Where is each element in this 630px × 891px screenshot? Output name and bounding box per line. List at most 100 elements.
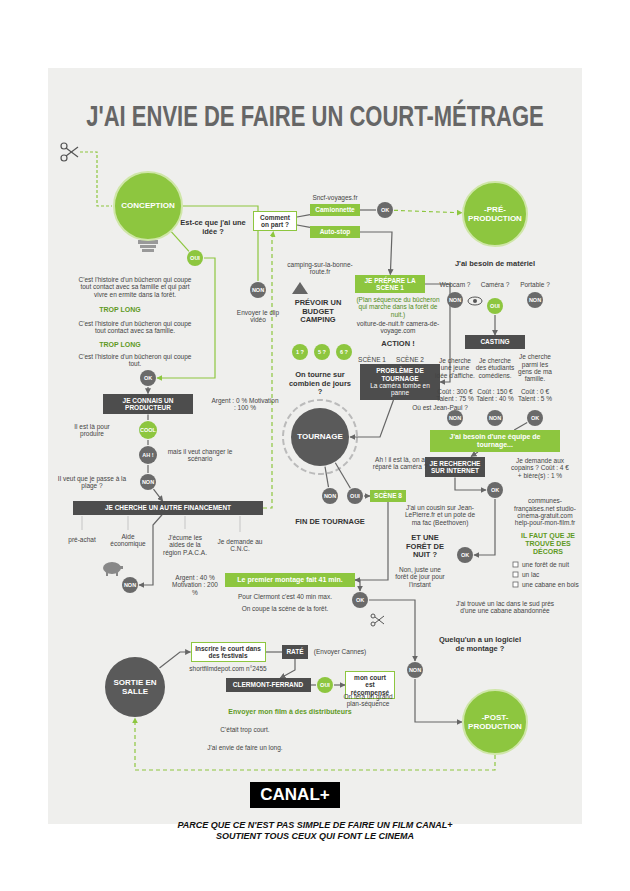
node-text: NON bbox=[529, 297, 541, 303]
note-text: Je cherche des étudiants comédiens. bbox=[475, 357, 515, 379]
step-box: PROBLÈME DE TOURNAGELa caméra tombe en p… bbox=[360, 364, 440, 400]
answer-dot: NON bbox=[121, 576, 139, 594]
node-text: NON bbox=[449, 297, 461, 303]
note-text: J'ai trouvé un lac dans le sud près d'un… bbox=[455, 600, 555, 615]
note-text: J'ai besoin de matériel bbox=[440, 260, 550, 269]
node-text: -POST- PRODUCTION bbox=[466, 713, 524, 731]
answer-dot: NON bbox=[321, 487, 339, 505]
note-text: FIN DE TOURNAGE bbox=[295, 518, 365, 527]
connector bbox=[334, 684, 345, 685]
note-text: voiture-de-nuit.fr camera-de-voyage.com bbox=[353, 320, 443, 335]
cut-line bbox=[80, 152, 112, 206]
connector bbox=[455, 477, 486, 490]
node-text: SORTIE EN SALLE bbox=[108, 678, 162, 696]
answer-dot: 5 ? bbox=[313, 343, 331, 361]
answer-dot: NON bbox=[486, 409, 504, 427]
answer-dot: OK bbox=[486, 481, 504, 499]
node-text: OK bbox=[144, 375, 152, 381]
step-box: Camionnette bbox=[310, 204, 360, 215]
connector bbox=[135, 718, 495, 770]
note-text: TROP LONG bbox=[90, 306, 150, 314]
connector bbox=[171, 232, 188, 251]
note-text: (Plan séquence du bûcheron qui marche da… bbox=[353, 296, 443, 318]
note-text: shortfilmdepot.com n°2455 bbox=[188, 665, 268, 672]
note-text: Aide économique bbox=[109, 533, 147, 548]
note-text: une forêt de nuit bbox=[522, 561, 582, 568]
note-text: communes-françaises.net studio-cinema-gr… bbox=[513, 497, 577, 527]
node-text: JE CHERCHE UN AUTRE FINANCEMENT bbox=[77, 504, 259, 511]
bulb-base bbox=[138, 240, 158, 252]
node-text: OUI bbox=[350, 493, 360, 499]
step-box: SCÈNE 8 bbox=[370, 490, 406, 501]
node-text: JE RECHERCHE SUR INTERNET bbox=[429, 460, 481, 475]
node-text: COOL bbox=[140, 427, 156, 433]
step-box: Inscrire le court dans des festivals bbox=[191, 642, 266, 663]
answer-dot: 6 ? bbox=[335, 343, 353, 361]
note-text: (Envoyer Cannes) bbox=[313, 648, 368, 655]
note-text: On coupe la scène de la forêt. bbox=[230, 605, 340, 612]
stage-circle: -PRÉ- PRODUCTION bbox=[462, 181, 528, 247]
note-text: J'écume les aides de la région P.A.C.A. bbox=[161, 534, 209, 556]
answer-dot: OUI bbox=[346, 487, 364, 505]
step-band: Le premier montage fait 41 min. bbox=[225, 573, 355, 587]
answer-dot: NON bbox=[249, 281, 267, 299]
node-text: Auto-stop bbox=[313, 228, 357, 235]
note-text: On fera un grand plan-séquence bbox=[338, 693, 398, 708]
node-text: RATÉ bbox=[286, 648, 304, 655]
scissors-icon bbox=[371, 614, 384, 626]
connector bbox=[335, 463, 350, 488]
answer-dot: 1 ? bbox=[291, 343, 309, 361]
answer-dot: OK bbox=[526, 409, 544, 427]
brand-logo: CANAL+ bbox=[250, 782, 340, 808]
answer-dot: NON bbox=[446, 291, 464, 309]
node-text: NON bbox=[449, 415, 461, 421]
step-box: JE CHERCHE UN AUTRE FINANCEMENT bbox=[73, 501, 263, 514]
connector bbox=[297, 225, 310, 227]
checkbox bbox=[513, 562, 518, 587]
stage-circle: SORTIE EN SALLE bbox=[104, 656, 166, 718]
note-text: Sncf-voyages.fr bbox=[300, 194, 370, 201]
note-text: TROP LONG bbox=[90, 341, 150, 349]
note-text: Coût : 300 € Talent : 75 % bbox=[435, 388, 475, 403]
node-text: -PRÉ- PRODUCTION bbox=[466, 205, 524, 223]
answer-dot: COOL bbox=[138, 420, 158, 440]
note-text: Il veut que je passe à la plage ? bbox=[57, 475, 127, 490]
node-text: JE CONNAIS UN PRODUCTEUR bbox=[107, 397, 189, 412]
note-text: Quelqu'un a un logiciel de montage ? bbox=[435, 636, 525, 653]
note-text: Je demande au C.N.C. bbox=[216, 538, 264, 553]
node-text: NON bbox=[252, 287, 264, 293]
note-text: Est-ce que j'ai une idée ? bbox=[178, 219, 248, 236]
node-text: Le premier montage fait 41 min. bbox=[228, 576, 352, 584]
film-reel-ring bbox=[283, 400, 357, 474]
node-text: NON bbox=[489, 415, 501, 421]
node-text: CANAL+ bbox=[253, 785, 337, 805]
connector bbox=[325, 467, 328, 488]
note-text: Où est Jean-Paul ? bbox=[405, 404, 475, 411]
note-text: Caméra ? bbox=[475, 281, 515, 288]
node-text: Comment on part ? bbox=[257, 214, 293, 229]
connector bbox=[474, 499, 495, 555]
tent-icon bbox=[292, 282, 308, 294]
eye-icon bbox=[468, 297, 482, 305]
node-text: CASTING bbox=[469, 338, 521, 345]
note-text: Envoyer le clip vidéo bbox=[233, 309, 283, 324]
node-text: OK bbox=[461, 552, 469, 558]
step-box: Comment on part ? bbox=[253, 211, 297, 232]
note-text: C'est l'histoire d'un bûcheron qui coupe… bbox=[75, 276, 195, 298]
node-text: Inscrire le court dans des festivals bbox=[195, 645, 262, 660]
node-text: JE PRÉPARE LA SCÈNE 1 bbox=[358, 277, 422, 292]
connector bbox=[183, 206, 258, 281]
note-text: C'est l'histoire d'un bûcheron qui coupe… bbox=[75, 320, 195, 335]
node-text: OUI bbox=[320, 682, 330, 688]
note-text: J'ai envie de faire un long. bbox=[190, 744, 300, 751]
connector bbox=[355, 502, 388, 580]
answer-dot: NON bbox=[139, 473, 157, 491]
connector bbox=[369, 600, 415, 661]
node-text: CONCEPTION bbox=[121, 201, 174, 210]
node-text: NON bbox=[142, 479, 154, 485]
answer-dot: OK bbox=[456, 546, 474, 564]
note-text: On tourne sur combien de jours ? bbox=[287, 371, 353, 397]
note-text: Il est là pour produire bbox=[62, 423, 122, 438]
note-text: Pour Clermont c'est 40 min max. bbox=[230, 593, 340, 600]
note-text: Je demande aux copains ? Coût : 4 € + bi… bbox=[509, 457, 571, 479]
